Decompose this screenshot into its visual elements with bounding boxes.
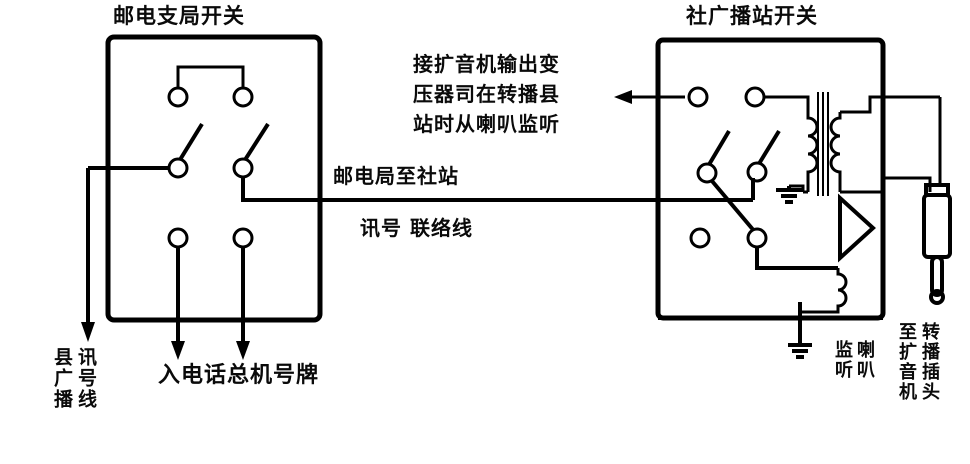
right-switch-box-outline — [655, 37, 886, 321]
right-switch-pivot-1 — [696, 162, 718, 184]
plug-tip-shaft — [930, 255, 944, 297]
bottom-right-label-col2: 喇叭 — [854, 340, 875, 380]
left-feeder-arrowhead — [81, 322, 95, 342]
transformer-primary-coil — [806, 112, 819, 192]
plug-tip-ball — [929, 289, 945, 305]
left-switch-pivot-1 — [167, 157, 189, 179]
bottom-center-label: 入电话总机号牌 — [158, 363, 320, 388]
plug-body — [922, 193, 952, 259]
right-terminal-top-1 — [687, 86, 709, 108]
left-switch-box-outline — [105, 34, 323, 323]
far-right-label-col1: 至扩音机 — [896, 322, 917, 402]
transformer-secondary-top-lead — [840, 95, 940, 114]
transformer-secondary-coil — [829, 112, 842, 192]
note-line-2: 压器司在转播县 — [413, 82, 560, 106]
transformer-primary-top-wire — [764, 95, 810, 112]
interconnect-link-wire — [241, 177, 660, 202]
right-switch-pivot-3 — [746, 227, 768, 249]
right-switch-diagonal-wire — [710, 179, 757, 234]
note-pointer-arrowhead — [614, 90, 632, 104]
right-switch-pivot-2 — [746, 161, 768, 183]
left-switch-box-group — [81, 34, 660, 360]
transformer-secondary-bottom-lead — [840, 176, 932, 194]
monitor-speaker-group — [838, 193, 876, 263]
right-terminal-top-2 — [744, 86, 766, 108]
left-terminal-bottom-2 — [232, 227, 254, 249]
right-terminal-spare — [689, 227, 711, 249]
speaker-coil-feed-wire — [755, 247, 838, 270]
title-right: 社广播站开关 — [686, 4, 818, 28]
speaker-triangle — [838, 193, 876, 263]
left-switch-blade-1 — [176, 122, 204, 165]
right-switch-blade-2 — [755, 129, 781, 169]
left-arrowhead-2 — [236, 341, 250, 360]
transformer-group — [776, 92, 940, 204]
note-line-1: 接扩音机输出变 — [413, 52, 560, 76]
left-switch-blade-2 — [241, 122, 270, 165]
left-top-jumper-wire — [176, 65, 245, 88]
title-left: 邮电支局开关 — [113, 4, 245, 28]
left-terminal-bottom-1 — [167, 227, 189, 249]
bottom-left-label-col2: 讯号线 — [75, 347, 97, 410]
speaker-matching-coil — [798, 268, 848, 330]
right-switch-blade-1 — [705, 129, 731, 170]
link-label-top: 邮电局至社站 — [333, 164, 459, 188]
link-label-bottom: 讯号 联络线 — [360, 216, 473, 240]
left-arrowhead-1 — [171, 341, 185, 360]
bottom-left-label-col1: 县广播 — [51, 347, 73, 410]
amplifier-plug-group — [922, 97, 952, 305]
right-switch-box-group — [614, 37, 940, 359]
left-terminal-top-1 — [167, 86, 189, 108]
left-switch-pivot-2 — [232, 157, 254, 179]
far-right-label-col2: 转播插头 — [919, 322, 940, 402]
left-terminal-top-2 — [232, 86, 254, 108]
note-line-3: 站时从喇叭监听 — [413, 112, 560, 136]
bottom-right-label-col1: 监听 — [832, 340, 853, 380]
